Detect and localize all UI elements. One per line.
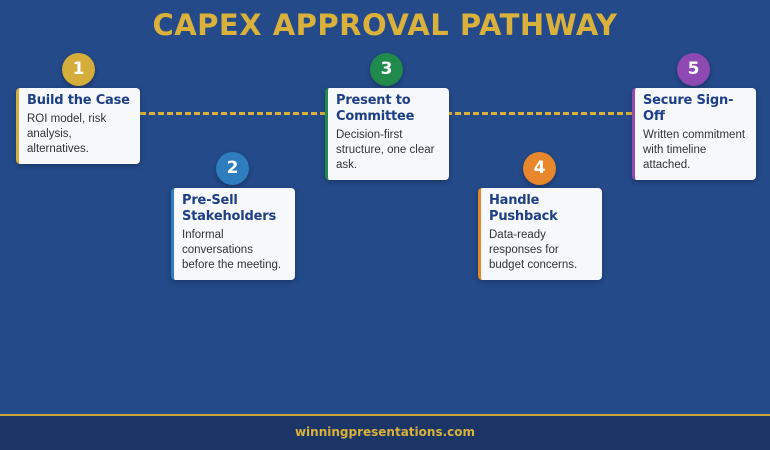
page-title: CAPEX APPROVAL PATHWAY [152, 8, 618, 42]
step-5-title: Secure Sign-Off [643, 93, 734, 124]
step-1-card: Build the Case ROI model, risk analysis,… [16, 88, 140, 164]
step-2-title: Pre-Sell Stakeholders [182, 193, 276, 224]
step-2-card: Pre-Sell Stakeholders Informal conversat… [171, 188, 295, 280]
step-5-description: Written commitment with timeline attache… [643, 129, 746, 171]
step-3-description: Decision-first structure, one clear ask. [336, 129, 435, 171]
step-4-title: Handle Pushback [489, 193, 558, 224]
step-3-number-badge: 3 [370, 53, 403, 86]
footer-divider [0, 414, 770, 416]
step-2-number-badge: 2 [216, 152, 249, 185]
footer-website-link[interactable]: winningpresentations.com [294, 425, 476, 439]
step-3-card: Present to Committee Decision-first stru… [325, 88, 449, 180]
step-1-number-badge: 1 [62, 53, 95, 86]
step-4-number-badge: 4 [523, 152, 556, 185]
step-4-description: Data-ready responses for budget concerns… [489, 229, 578, 271]
step-5-number-badge: 5 [677, 53, 710, 86]
step-2-description: Informal conversations before the meetin… [182, 229, 282, 271]
step-1-description: ROI model, risk analysis, alternatives. [27, 113, 107, 155]
footer-bar: winningpresentations.com [0, 416, 770, 450]
step-1-title: Build the Case [27, 93, 130, 108]
step-4-card: Handle Pushback Data-ready responses for… [478, 188, 602, 280]
step-5-card: Secure Sign-Off Written commitment with … [632, 88, 756, 180]
step-3-title: Present to Committee [336, 93, 415, 124]
